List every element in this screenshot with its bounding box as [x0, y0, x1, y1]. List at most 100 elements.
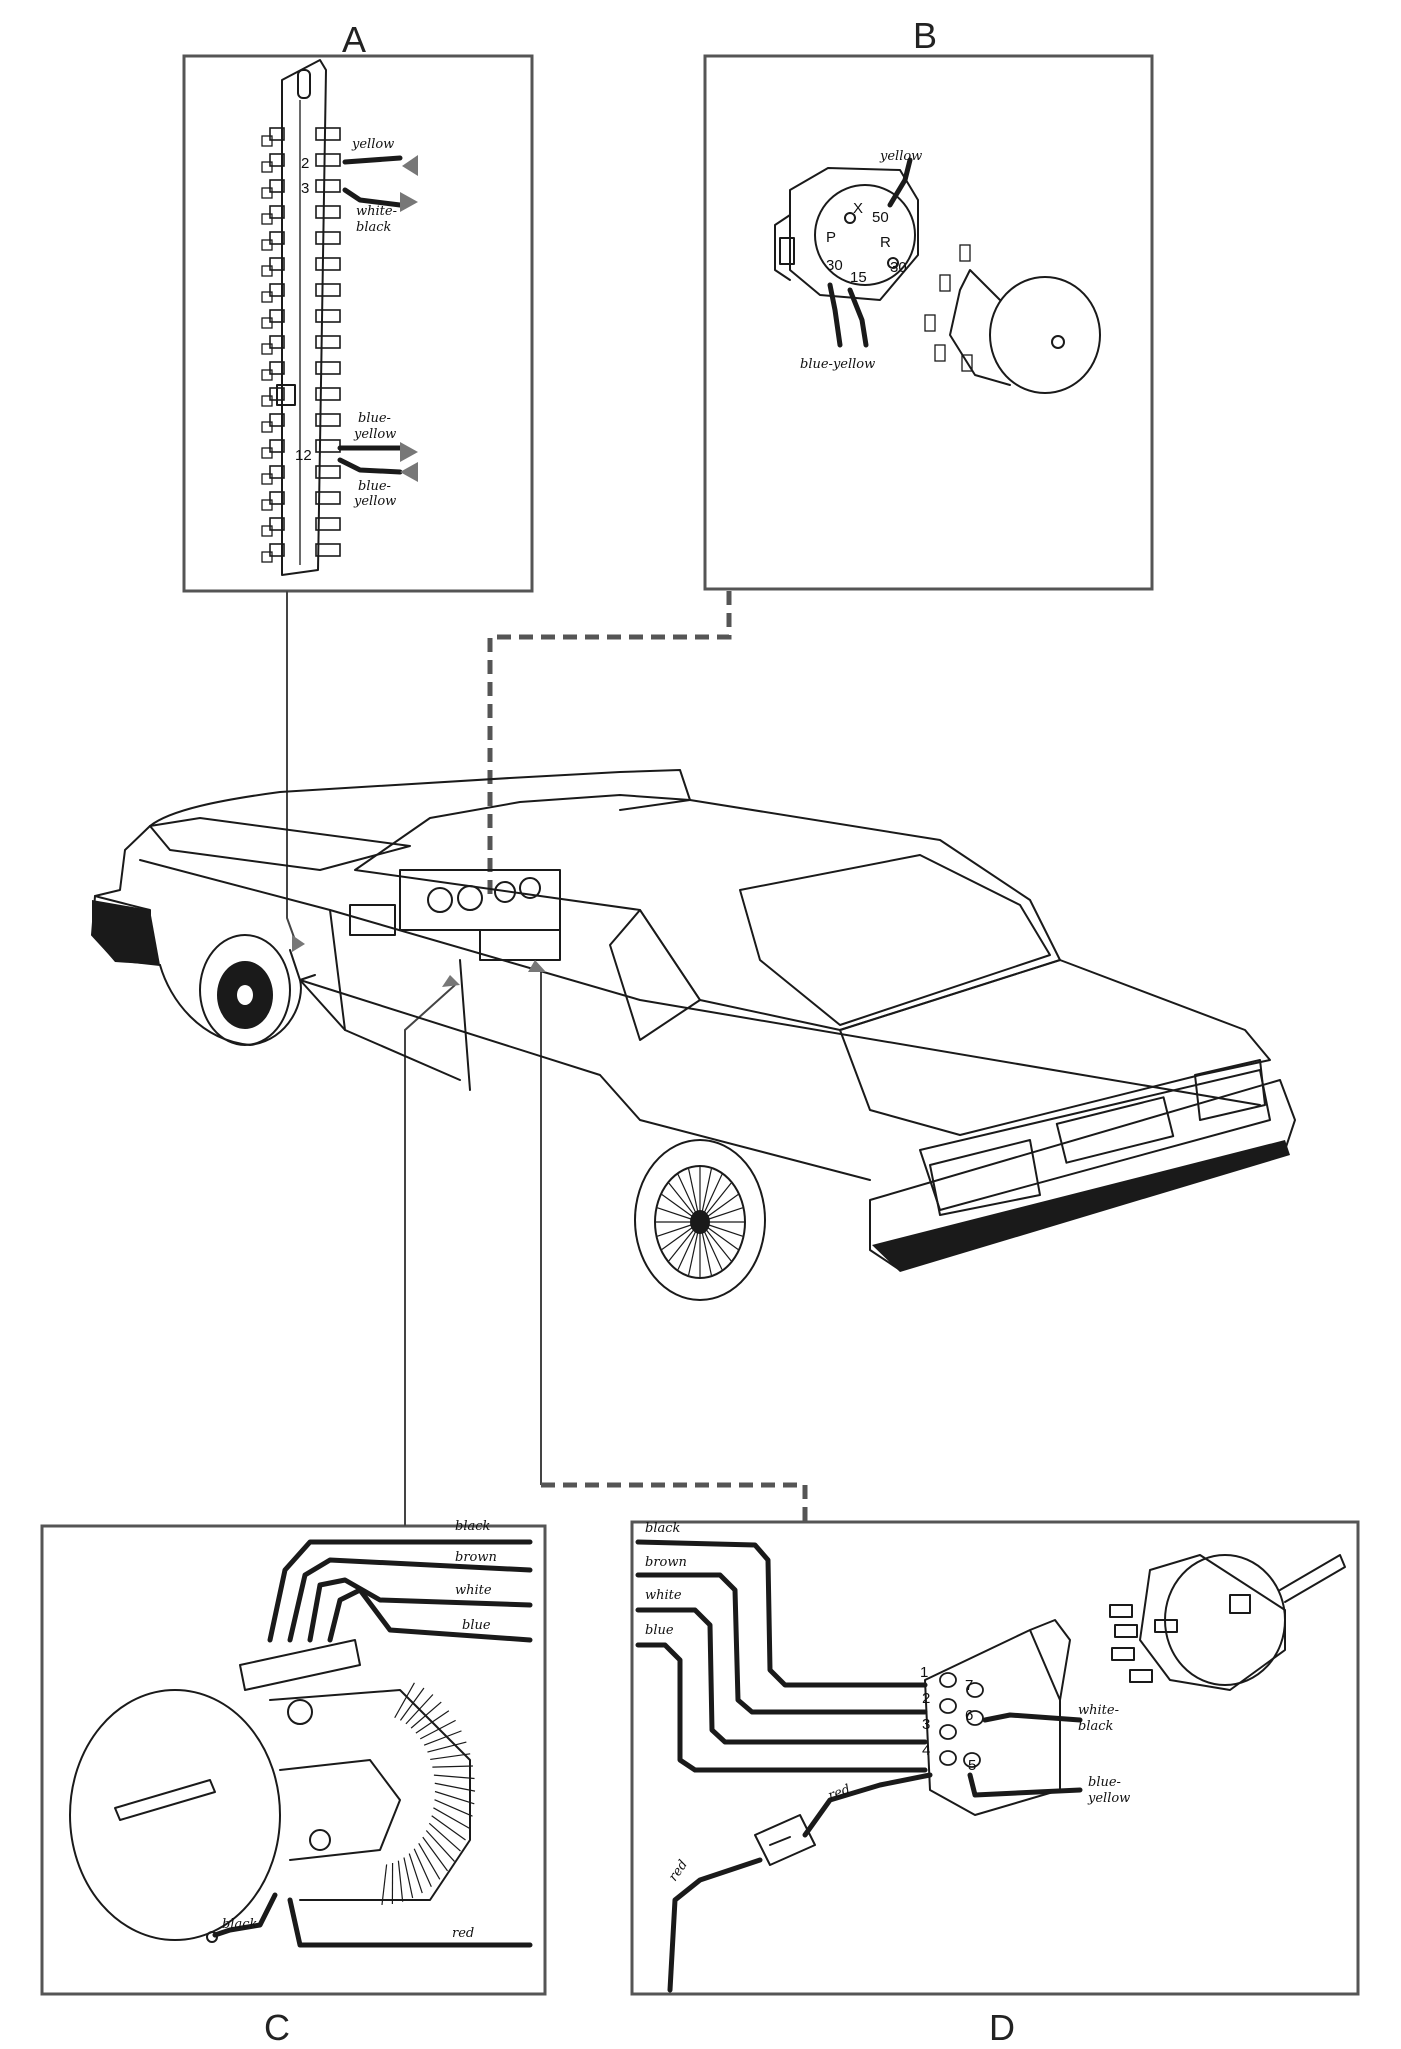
label-white: white- — [356, 204, 397, 219]
pin-7: 7 — [965, 1677, 973, 1694]
arrow-marker-blue-yellow-2 — [400, 462, 418, 482]
switch-housing — [789, 167, 919, 301]
terminal-screw — [261, 551, 273, 563]
wire-c-ground — [212, 1892, 278, 1938]
panel-d-letter: D — [989, 2007, 1015, 2048]
wire-c-brown — [287, 1557, 533, 1643]
label-d-black-2: black — [1078, 1719, 1114, 1734]
wire-d-blue — [635, 1642, 928, 1773]
wire-d-brown — [635, 1572, 928, 1715]
wire-d-red-2 — [667, 1857, 763, 1993]
label-blue-1: blue- — [358, 411, 391, 426]
terminal-right — [315, 465, 341, 479]
label-d-black: black — [645, 1521, 681, 1536]
marker-d — [528, 960, 546, 972]
marker-c — [442, 975, 460, 987]
rotary-switch-body — [1139, 1554, 1286, 1691]
blower-fan-disc — [69, 1689, 281, 1941]
terminal-left — [269, 309, 285, 323]
terminal-screw — [261, 161, 273, 173]
fan-blade — [427, 1741, 467, 1753]
fan-blade — [433, 1807, 470, 1829]
label-b-yellow: yellow — [879, 149, 922, 164]
leader-lines — [286, 591, 808, 1526]
terminal-screw — [261, 447, 273, 459]
arrow-marker-yellow — [402, 155, 418, 176]
terminal-r: R — [880, 234, 891, 251]
tail-light-right — [1194, 1059, 1266, 1121]
fan-blade — [419, 1719, 456, 1740]
terminal-screw — [261, 213, 273, 225]
label-d-red-2: red — [666, 1857, 691, 1884]
pin-socket — [939, 1724, 957, 1740]
fan-blade — [397, 1860, 404, 1902]
label-c-brown: brown — [455, 1550, 497, 1565]
terminal-number-12: 12 — [295, 447, 312, 464]
wire-b-blue-yellow-1 — [827, 282, 843, 348]
terminal-right — [315, 205, 341, 219]
terminal-right — [315, 257, 341, 271]
fan-blade — [432, 1765, 473, 1768]
terminal-p: P — [826, 229, 836, 246]
terminal-x: X — [853, 200, 863, 217]
motor-body — [279, 1759, 401, 1861]
rear-wheel — [634, 1139, 766, 1301]
label-blue-2: blue- — [358, 479, 391, 494]
wire-c-black — [267, 1539, 533, 1643]
fan-blade — [422, 1836, 449, 1872]
label-d-red-1: red — [826, 1782, 852, 1804]
terminal-screw — [261, 473, 273, 485]
terminal-left — [269, 231, 285, 245]
lock-cylinder-pins — [924, 244, 973, 372]
panel-a-connector-strip: 2 3 12 yellow white- black blue- yellow … — [261, 59, 418, 576]
ground-eyelet — [206, 1931, 218, 1943]
fan-blade — [425, 1830, 455, 1862]
terminal-left — [269, 491, 285, 505]
pin-socket — [966, 1710, 984, 1726]
terminal-right — [315, 517, 341, 531]
terminal-right — [315, 491, 341, 505]
switch-face — [814, 184, 916, 286]
terminal-left — [269, 361, 285, 375]
fan-blade — [428, 1822, 461, 1852]
terminal-left — [269, 517, 285, 531]
pin-5: 5 — [968, 1757, 976, 1774]
terminal-number-3: 3 — [301, 180, 309, 197]
panel-c-letter: C — [264, 2007, 290, 2048]
cabin — [354, 794, 1061, 1031]
label-d-blue: blue — [645, 1623, 674, 1638]
pin-socket — [939, 1698, 957, 1714]
label-d-white: white- — [1078, 1703, 1119, 1718]
fan-blade — [423, 1730, 462, 1746]
hood — [149, 817, 411, 871]
rotary-switch-face — [1164, 1554, 1286, 1686]
car-beltline — [139, 859, 1261, 1106]
fuse-box-location — [349, 904, 396, 936]
fan-blade — [399, 1687, 425, 1721]
label-c-blue: blue — [462, 1618, 491, 1633]
boot-lid — [839, 959, 1271, 1136]
wire-c-red — [287, 1897, 533, 1948]
label-d-white: white — [645, 1588, 682, 1603]
car-illustration — [91, 769, 1296, 1301]
panel-b-ignition-switch: X 50 P R 30 15 30 yellow blue-yellow — [774, 149, 1101, 394]
panel-a-frame — [182, 54, 534, 593]
connector-block — [239, 1639, 361, 1691]
terminal-screw — [261, 525, 273, 537]
terminal-right — [315, 413, 341, 427]
marker-a — [292, 935, 305, 952]
terminal-left — [269, 205, 285, 219]
terminal-left — [269, 465, 285, 479]
terminal-left — [269, 127, 285, 141]
inline-connector — [754, 1814, 816, 1866]
pin-socket — [966, 1682, 984, 1698]
leader-c — [404, 984, 456, 1526]
terminal-right — [315, 361, 341, 375]
wire-b-yellow — [887, 157, 913, 208]
terminal-right — [315, 543, 341, 557]
terminal-left — [269, 335, 285, 349]
panel-d-blower-switch: 1 2 3 4 7 6 5 black brown white blue red… — [635, 1521, 1346, 1993]
terminal-screw — [261, 265, 273, 277]
fan-blade — [434, 1790, 475, 1805]
motor-shaft — [114, 1779, 216, 1821]
